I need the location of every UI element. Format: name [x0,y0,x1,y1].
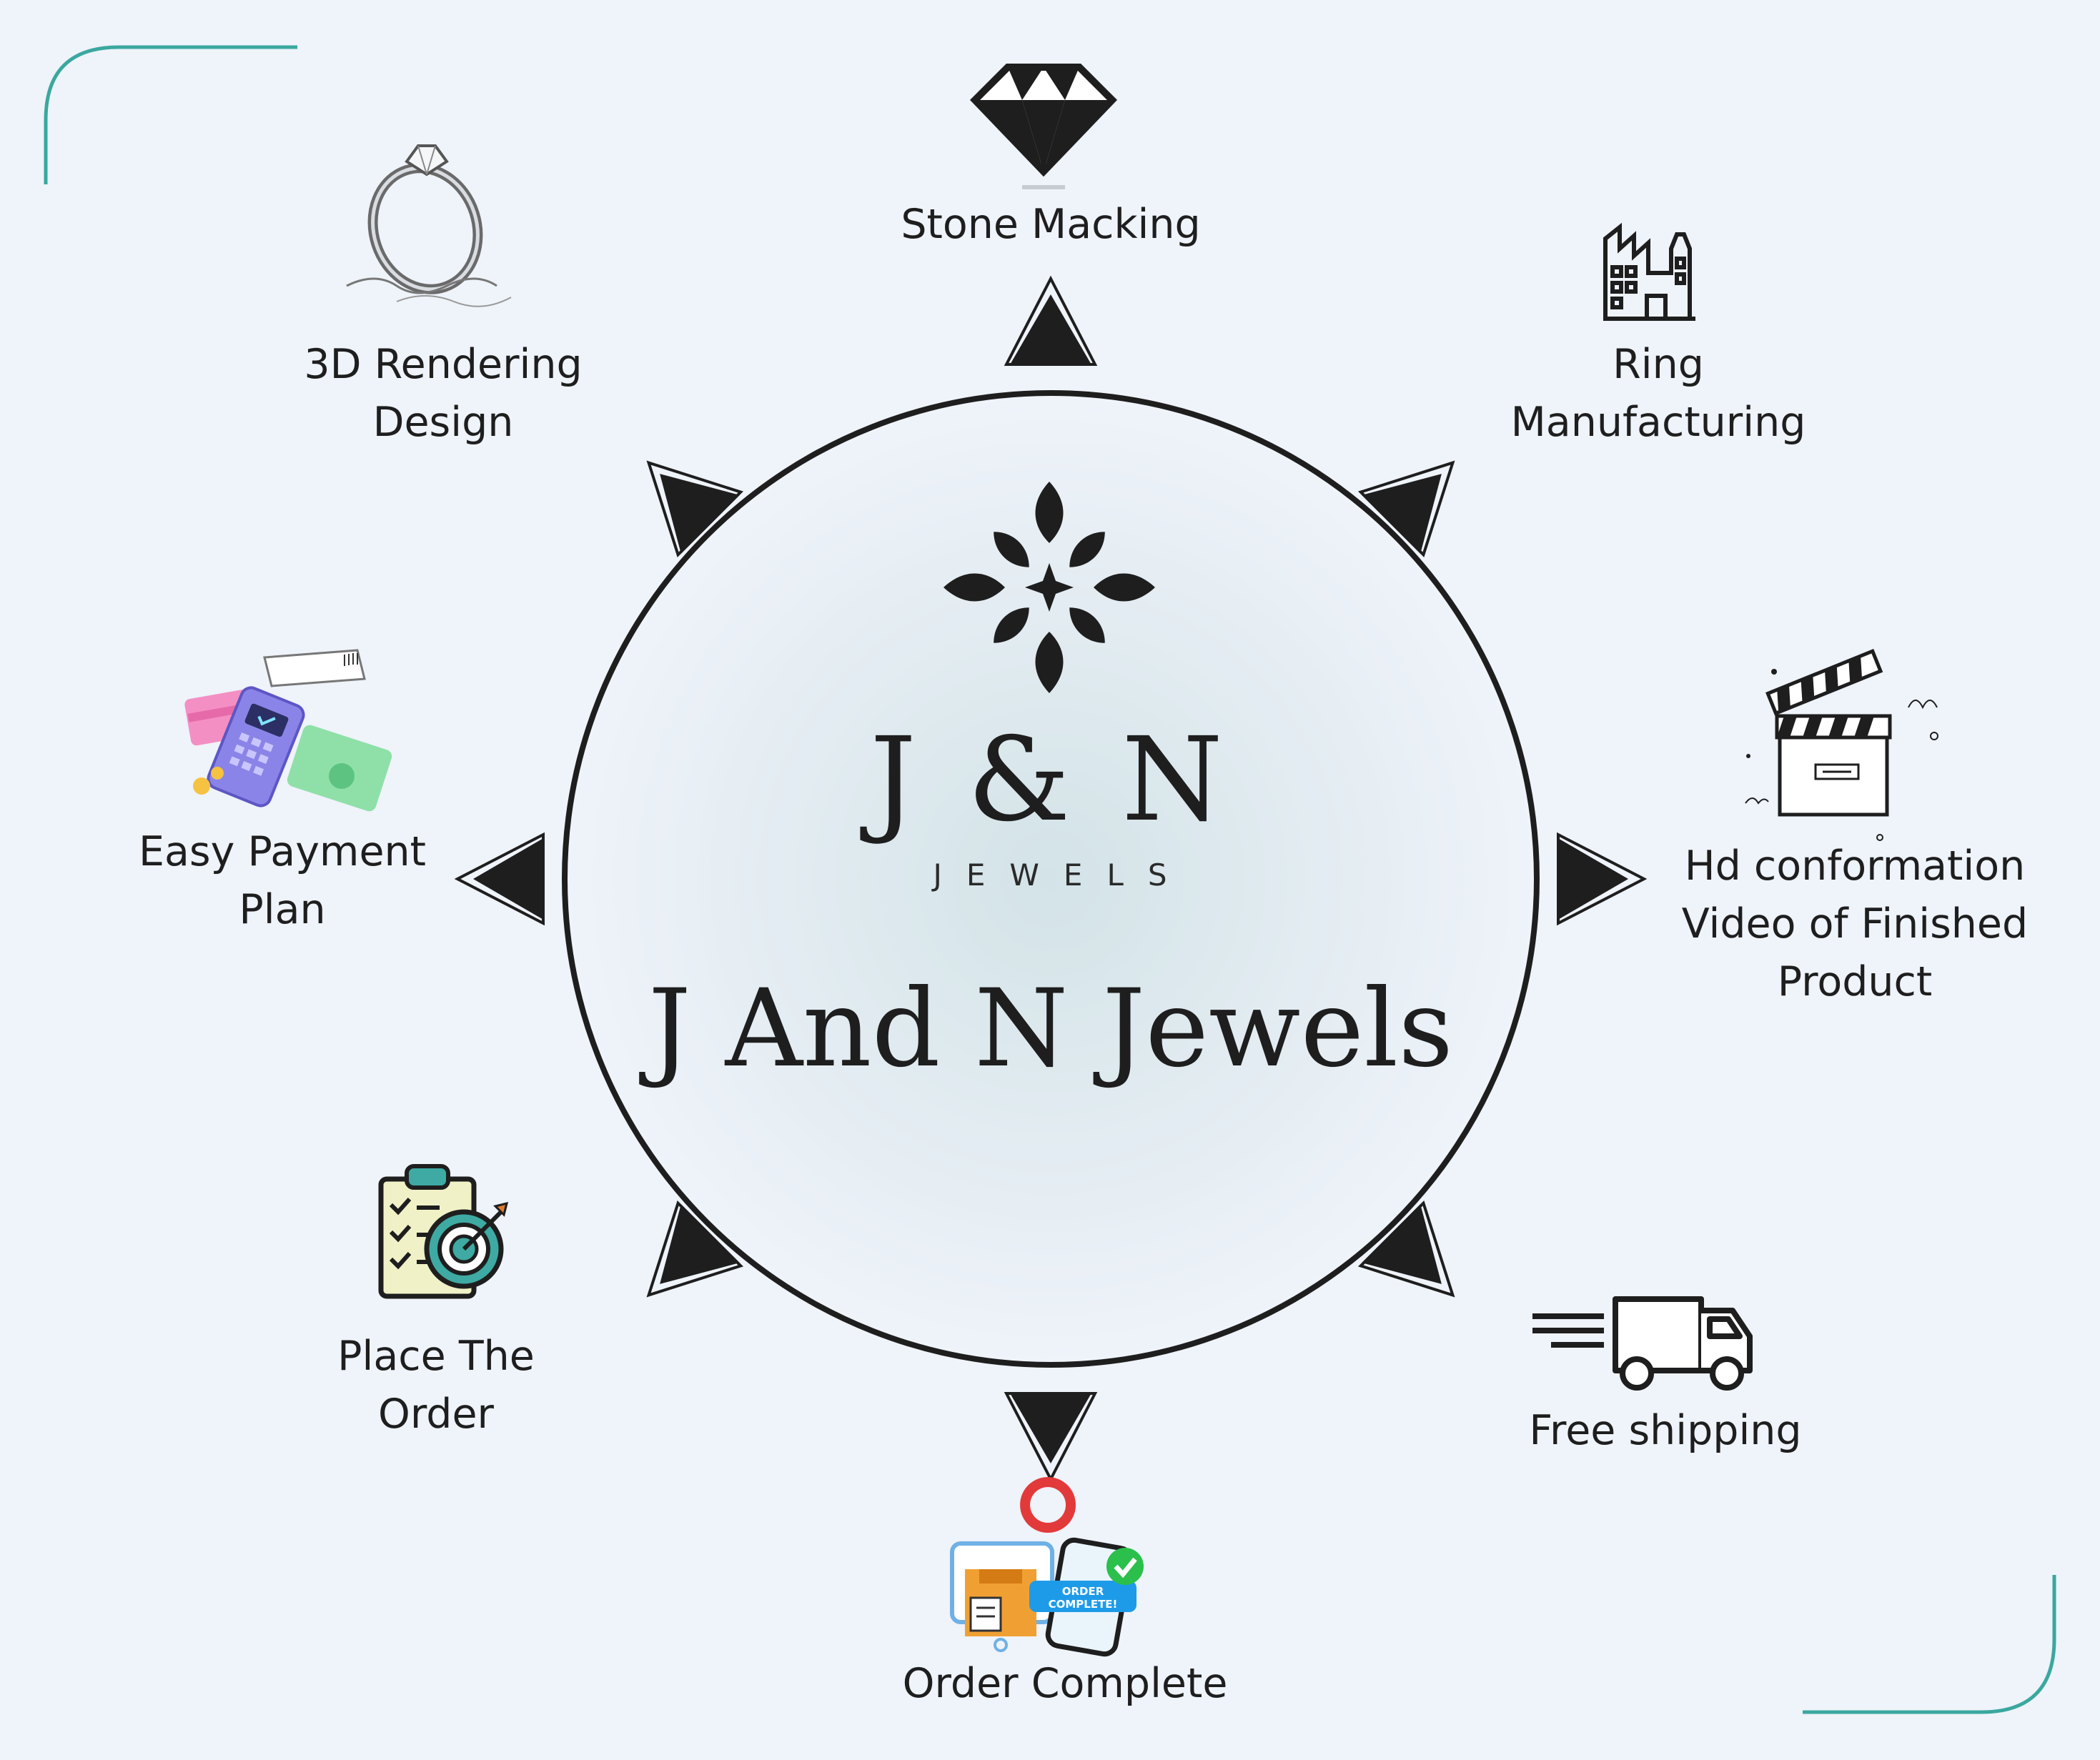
step-label-3d-rendering: 3D Rendering Design [264,336,622,452]
step-label-line: Design [372,399,514,446]
step-label-free-shipping: Free shipping [1472,1402,1858,1460]
arrow-up [1004,275,1098,366]
step-label-line: Video of Finished [1681,900,2029,948]
arrow-up-right [1357,460,1455,558]
arrow-right [1557,832,1648,926]
step-label-line: Place The [337,1333,535,1380]
corner-bracket-top-left [44,45,297,184]
step-label-place-order: Place The Order [264,1328,608,1443]
step-label-line: Manufacturing [1510,399,1806,446]
step-label-line: Free shipping [1529,1407,1802,1454]
step-label-line: Order [378,1391,494,1438]
step-label-line: Hd conformation [1684,842,2026,890]
corner-bracket-bottom-right [1803,1575,2056,1714]
step-label-line: Order Complete [902,1660,1228,1707]
step-label-order-complete: Order Complete [858,1655,1272,1713]
brand-monogram: J & N [870,713,1230,847]
step-label-line: Stone Macking [901,201,1201,248]
step-label-line: Easy Payment [138,828,427,875]
step-label-stone-macking: Stone Macking [851,196,1251,254]
ring-icon [346,144,512,307]
clipboard-target-icon [378,1164,509,1299]
delivery-truck-icon [1532,1296,1753,1391]
factory-icon [1603,222,1695,321]
step-label-ring-manufacturing: Ring Manufacturing [1465,336,1851,452]
arrow-down [1004,1392,1098,1483]
step-label-line: Plan [239,886,326,933]
brand-title: J And N Jewels [648,967,1454,1091]
step-label-easy-payment: Easy Payment Plan [107,823,457,939]
diamond-icon [970,64,1117,189]
svg-text:COMPLETE!: COMPLETE! [1049,1598,1118,1611]
step-label-line: Ring [1613,341,1704,388]
arrow-down-left [646,1200,744,1298]
arrow-left [454,832,545,926]
brand-emblem-icon [943,482,1155,693]
center-circle [562,390,1540,1368]
payment-terminal-icon [184,649,392,812]
order-complete-icon: ORDER COMPLETE! [950,1477,1144,1657]
order-complete-badge: ORDER [1062,1585,1104,1598]
step-label-line: Product [1777,958,1933,1005]
arrow-down-right [1357,1200,1455,1298]
arrow-up-left [646,460,744,558]
brand-monogram-subtitle: JEWELS [933,857,1192,893]
step-label-hd-video: Hd conformation Video of Finished Produc… [1644,837,2066,1011]
step-label-line: 3D Rendering [304,341,583,388]
clapperboard-icon [1745,649,1938,841]
